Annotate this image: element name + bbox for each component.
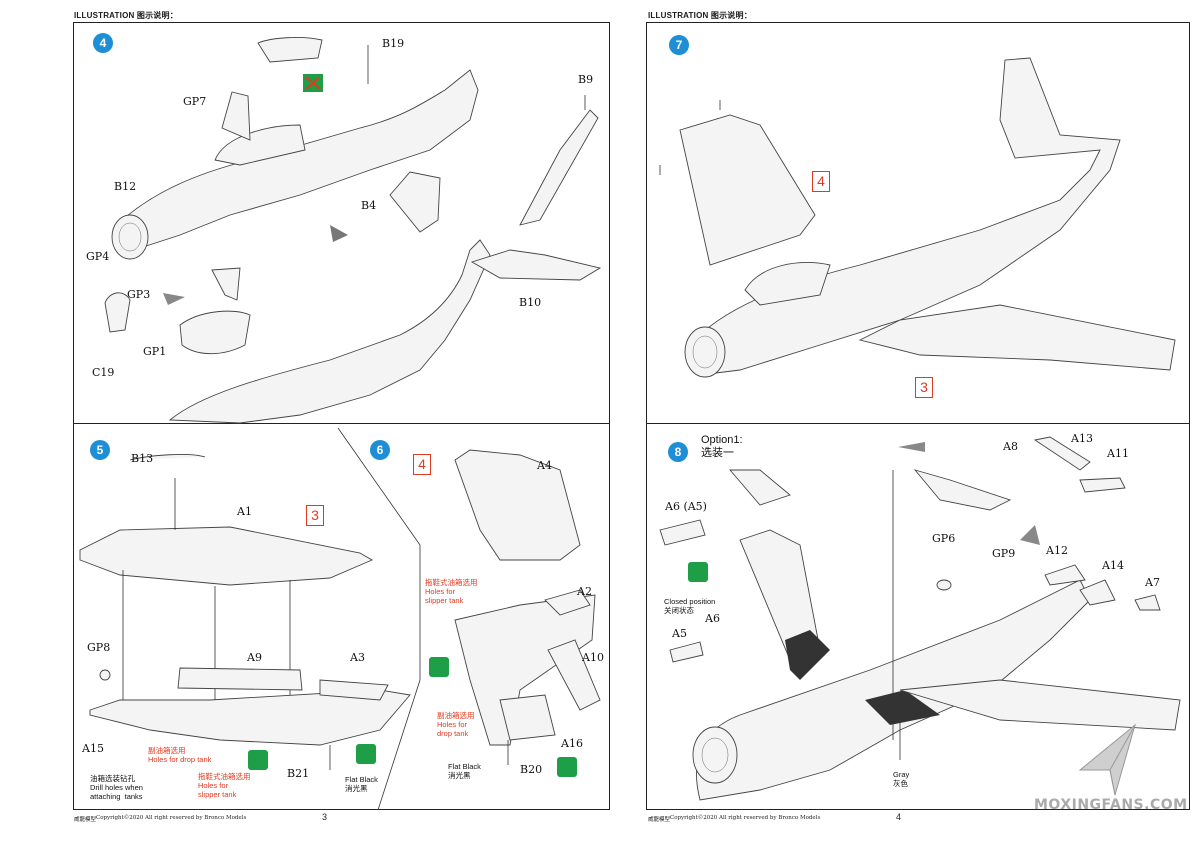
- note-slipper-tank: 拖鞋式油箱选用 Holes for slipper tank: [198, 772, 251, 799]
- part-label: A7: [1145, 576, 1160, 589]
- part-label: A6: [705, 612, 720, 625]
- note-flat-black: Flat Black 消光黑: [448, 762, 481, 780]
- drill-hole-icon: [356, 744, 376, 764]
- part-label: B19: [382, 37, 405, 50]
- step-8-badge: 8: [668, 442, 688, 462]
- part-label: GP6: [932, 532, 956, 545]
- option-label: Option1: 选装一: [701, 434, 743, 459]
- part-label: B4: [361, 199, 377, 212]
- part-label: GP3: [127, 288, 151, 301]
- note-gray: Gray 灰色: [893, 770, 910, 788]
- note-drill-holes: 油箱选装钻孔 Drill holes when attaching tanks: [90, 774, 143, 801]
- step8-panel: [646, 423, 1190, 810]
- drill-hole-icon: [429, 657, 449, 677]
- page-number: 3: [322, 812, 328, 822]
- step-6-badge: 6: [370, 440, 390, 460]
- part-label: A2: [577, 585, 592, 598]
- part-label: GP4: [86, 250, 110, 263]
- watermark: MOXINGFANS.COM: [1034, 723, 1190, 825]
- part-label: A1: [237, 505, 252, 518]
- ref-box: 4: [413, 454, 431, 475]
- ref-box: 3: [306, 505, 324, 526]
- drill-hole-icon: [557, 757, 577, 777]
- ref-box: 3: [915, 377, 933, 398]
- step-4-badge: 4: [93, 33, 113, 53]
- note-flat-black: Flat Black 消光黑: [345, 775, 378, 793]
- page-number: 4: [896, 812, 902, 822]
- closed-position-icon: [688, 562, 708, 582]
- step5-6-panel: [73, 423, 610, 810]
- part-label: A6 (A5): [665, 500, 707, 513]
- part-label: B20: [520, 763, 543, 776]
- note-drop-tank: 副油箱选用 Holes for drop tank: [437, 711, 475, 738]
- part-label: GP8: [87, 641, 111, 654]
- part-label: A15: [82, 742, 104, 755]
- page-header-right: ILLUSTRATION 图示说明：: [648, 11, 752, 20]
- part-label: B13: [131, 452, 154, 465]
- part-label: C19: [92, 366, 115, 379]
- part-label: GP7: [183, 95, 207, 108]
- drill-hole-icon: [248, 750, 268, 770]
- part-label: GP1: [143, 345, 167, 358]
- footer-brand: 威龍模型: [74, 817, 97, 823]
- part-label: A16: [561, 737, 583, 750]
- watermark-text: MOXINGFANS.COM: [1034, 797, 1188, 813]
- part-label: B21: [287, 767, 310, 780]
- part-label: A10: [582, 651, 604, 664]
- part-label: B12: [114, 180, 137, 193]
- ref-box: 4: [812, 171, 830, 192]
- part-label: B10: [519, 296, 542, 309]
- part-label: A4: [537, 459, 552, 472]
- step-7-badge: 7: [669, 35, 689, 55]
- part-label: A14: [1102, 559, 1124, 572]
- note-slipper-tank: 拖鞋式油箱选用 Holes for slipper tank: [425, 578, 478, 605]
- part-label: A13: [1071, 432, 1093, 445]
- watermark-plane-icon: [1078, 723, 1136, 796]
- part-label: A11: [1107, 447, 1129, 460]
- step-5-badge: 5: [90, 440, 110, 460]
- note-drop-tank: 副油箱选用 Holes for drop tank: [148, 746, 212, 764]
- note-closed-position: Closed position 关闭状态: [664, 597, 716, 615]
- footer-copyright: Copyright©2020 All right reserved by Bro…: [96, 815, 247, 821]
- part-label: A3: [350, 651, 365, 664]
- part-label: B9: [578, 73, 594, 86]
- part-label: A5: [672, 627, 687, 640]
- page-header-left: ILLUSTRATION 图示说明：: [74, 11, 178, 20]
- part-label: A9: [247, 651, 262, 664]
- part-label: A8: [1003, 440, 1018, 453]
- footer-brand: 威龍模型: [648, 817, 671, 823]
- part-label: A12: [1046, 544, 1068, 557]
- part-label: GP9: [992, 547, 1016, 560]
- footer-copyright: Copyright©2020 All right reserved by Bro…: [670, 815, 821, 821]
